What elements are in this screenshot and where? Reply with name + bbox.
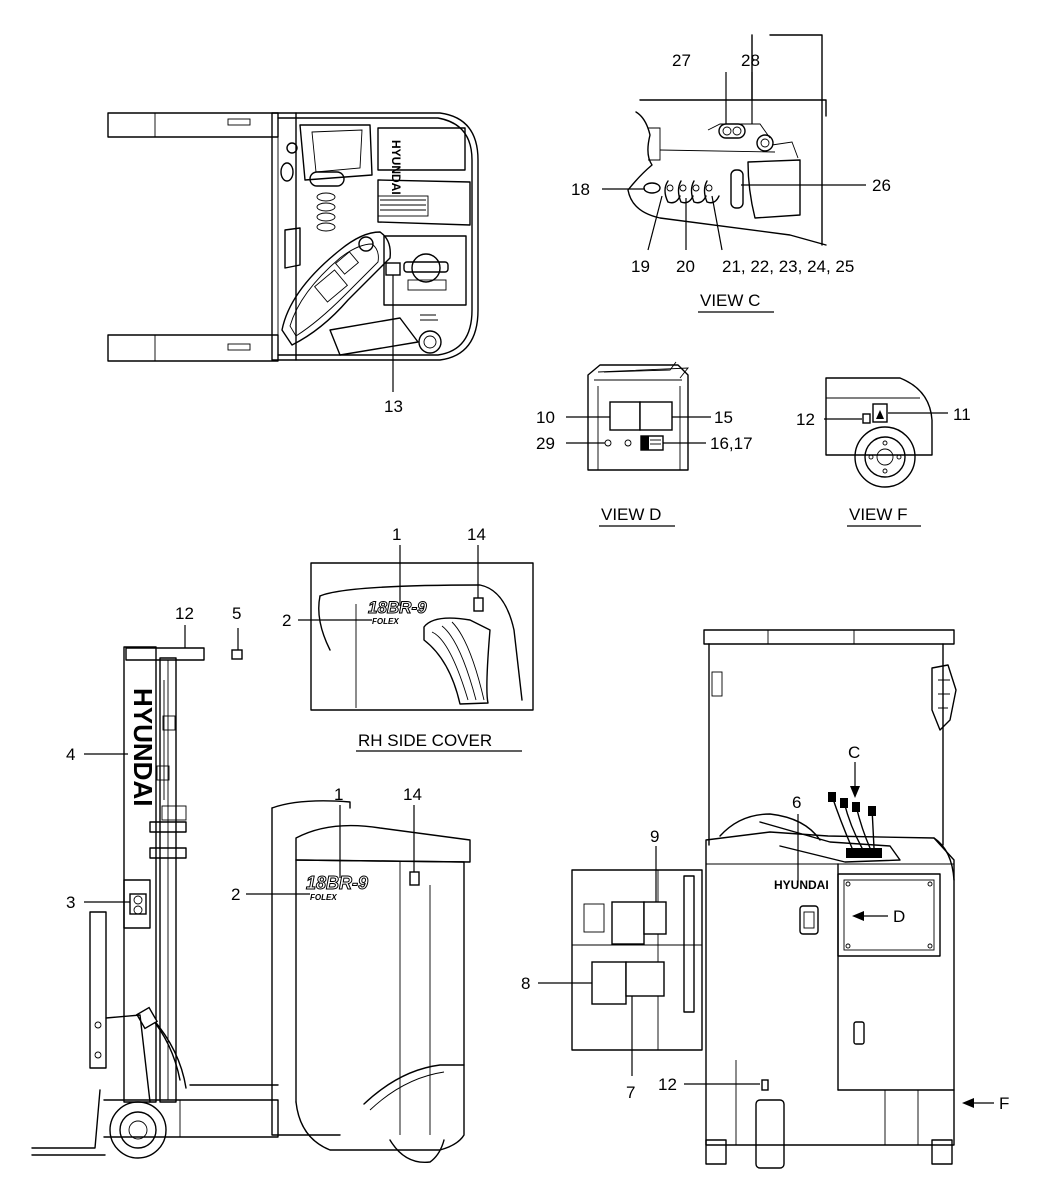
decal-14-cover-marker	[473, 597, 484, 612]
top-brand-text: HYUNDAI	[389, 140, 403, 195]
rear-brand-text: HYUNDAI	[774, 878, 829, 892]
arrow-d-label: D	[893, 907, 905, 926]
top-view: HYUNDAI 13	[107, 112, 479, 416]
rh-side-cover-caption: RH SIDE COVER	[358, 731, 492, 750]
callout-26: 26	[872, 176, 891, 195]
rh-side-cover: 18BR-9 FOLEX 1 14 2 RH SIDE COVER	[282, 525, 534, 752]
decal-9-b-marker	[643, 901, 667, 935]
decal-12-rear-marker	[761, 1079, 769, 1091]
callout-12-view-f: 12	[796, 410, 815, 429]
decal-14-body-marker	[409, 871, 420, 886]
callout-6: 6	[792, 793, 801, 812]
callout-28: 28	[741, 51, 760, 70]
callout-14-body: 14	[403, 785, 422, 804]
callout-4: 4	[66, 745, 75, 764]
callout-19: 19	[631, 257, 650, 276]
view-d-caption: VIEW D	[601, 505, 661, 524]
rear-view: HYUNDAI 9 8 7 6 C D 12	[521, 629, 1009, 1169]
body-model-sub: FOLEX	[310, 893, 337, 902]
callout-14-cover: 14	[467, 525, 486, 544]
callout-3: 3	[66, 893, 75, 912]
decal-15-marker	[639, 401, 673, 431]
cover-model-text: 18BR-9	[368, 598, 427, 617]
body-model-text: 18BR-9	[306, 873, 368, 893]
callout-20: 20	[676, 257, 695, 276]
callout-11: 11	[953, 405, 971, 424]
callout-21-25: 21, 22, 23, 24, 25	[722, 257, 854, 276]
callout-18: 18	[571, 180, 590, 199]
callout-12-mast: 12	[175, 604, 194, 623]
arrow-f-label: F	[999, 1094, 1009, 1113]
callout-15: 15	[714, 408, 733, 427]
callout-2-cover: 2	[282, 611, 291, 630]
decal-9-a-marker	[611, 901, 645, 945]
callout-12-rear: 12	[658, 1075, 677, 1094]
view-c-caption: VIEW C	[700, 291, 760, 310]
arrow-c-label: C	[848, 743, 860, 762]
left-side-view: HYUNDAI 18B	[31, 604, 471, 1164]
callout-7: 7	[626, 1083, 635, 1102]
callout-9: 9	[650, 827, 659, 846]
decal-12-f-marker	[862, 413, 871, 424]
callout-2-body: 2	[231, 885, 240, 904]
decal-13-marker	[385, 262, 401, 276]
decal-10-marker	[609, 401, 641, 431]
mast-brand-text: HYUNDAI	[128, 688, 158, 806]
callout-1-body: 1	[334, 785, 343, 804]
decal-5-marker	[231, 649, 243, 660]
callout-13: 13	[384, 397, 403, 416]
view-f-caption: VIEW F	[849, 505, 908, 524]
callout-5: 5	[232, 604, 241, 623]
decal-7-marker	[625, 961, 665, 997]
callout-27: 27	[672, 51, 691, 70]
view-d: 10 15 29 16,17 VIEW D	[536, 361, 753, 527]
decal-8-marker	[591, 961, 627, 1005]
view-c: 27 28 18 26 19 20 21, 22, 23, 24, 25 VIE…	[571, 34, 891, 313]
callout-10: 10	[536, 408, 555, 427]
callout-1-cover: 1	[392, 525, 401, 544]
cover-model-sub: FOLEX	[372, 617, 399, 626]
callout-8: 8	[521, 974, 530, 993]
callout-16-17: 16,17	[710, 434, 753, 453]
callout-29: 29	[536, 434, 555, 453]
view-f: 12 11 VIEW F	[796, 377, 971, 527]
